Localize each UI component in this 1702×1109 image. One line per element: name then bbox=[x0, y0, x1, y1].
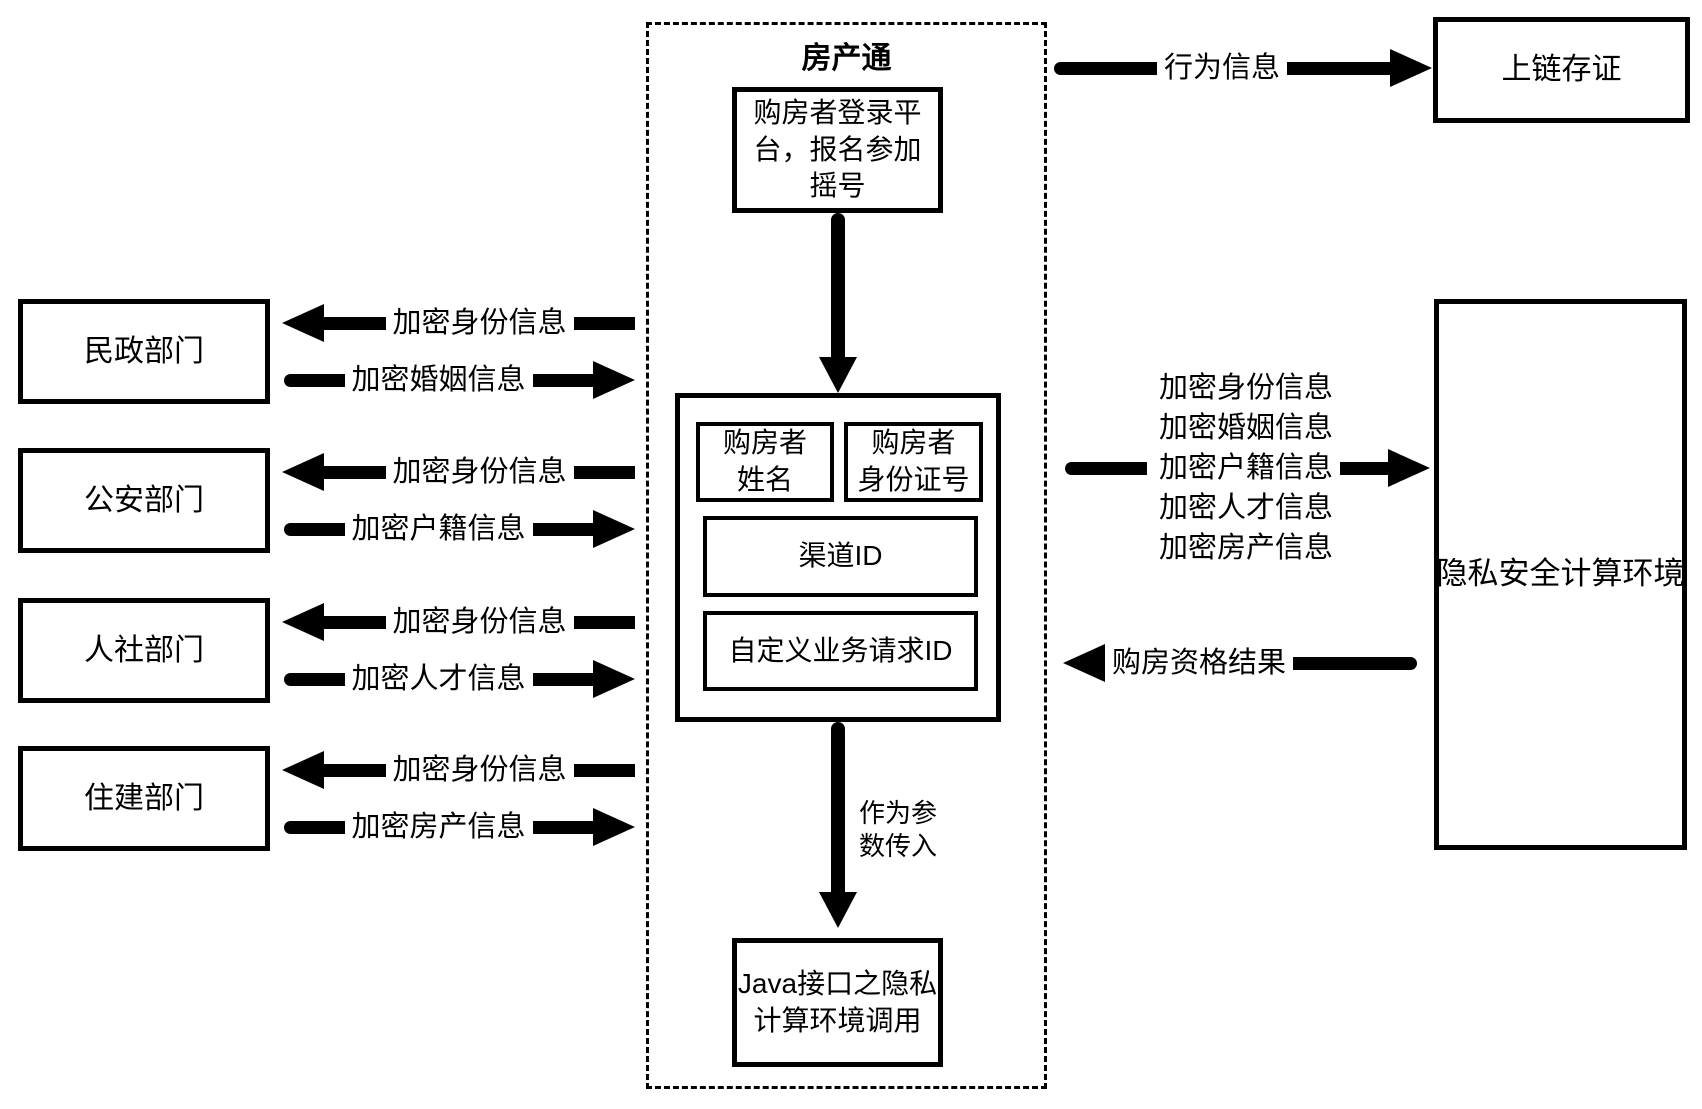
arrow-encrypted-data-shaft bbox=[1065, 462, 1147, 475]
arrow-identity-to-public-security: 加密身份信息 bbox=[282, 450, 636, 494]
java-call-line: Java接口之隐私 bbox=[737, 967, 938, 999]
encrypted-data-label: 加密人才信息 bbox=[1158, 492, 1333, 524]
arrowhead-right-icon bbox=[593, 660, 636, 698]
arrow-shaft bbox=[532, 820, 594, 834]
arrowhead-left-icon bbox=[282, 453, 324, 491]
arrowhead-right-icon bbox=[593, 361, 636, 399]
arrow-shaft bbox=[284, 522, 345, 536]
arrowhead-right-icon bbox=[1390, 49, 1433, 87]
arrow-household-from-public-security: 加密户籍信息 bbox=[284, 507, 636, 551]
arrowhead-left-icon bbox=[1063, 644, 1105, 682]
dept-box-public-security: 公安部门 bbox=[18, 448, 270, 553]
encrypted-data-label: 加密身份信息 bbox=[1158, 372, 1333, 404]
arrow-shaft bbox=[573, 763, 636, 777]
param-line: 购房者 bbox=[871, 427, 956, 459]
encrypted-data-label: 加密婚姻信息 bbox=[1158, 412, 1333, 444]
privacy-env-label: 隐私安全计算环境 bbox=[1436, 556, 1685, 592]
arrowhead-left-icon bbox=[282, 603, 324, 641]
param-pass-label-line: 数传入 bbox=[858, 831, 937, 861]
param-box-buyer-id: 购房者 身份证号 bbox=[844, 422, 983, 502]
arrow-identity-to-human-resources: 加密身份信息 bbox=[282, 600, 636, 644]
arrowhead-left-icon bbox=[282, 751, 324, 789]
arrow-label: 加密身份信息 bbox=[392, 753, 567, 786]
param-box-buyer-name: 购房者 姓名 bbox=[696, 422, 834, 502]
fangchantong-container: 房产通 bbox=[646, 22, 1047, 1089]
arrow-identity-to-housing-construction: 加密身份信息 bbox=[282, 748, 636, 792]
arrow-identity-to-civil-affairs: 加密身份信息 bbox=[282, 301, 636, 345]
arrow-encrypted-data-shaft bbox=[1340, 462, 1388, 475]
arrowhead-left-icon bbox=[282, 304, 324, 342]
arrow-shaft bbox=[1293, 656, 1417, 670]
login-box-line: 购房者登录平 bbox=[753, 96, 922, 128]
arrow-shaft bbox=[1287, 61, 1391, 75]
arrow-shaft bbox=[573, 615, 636, 629]
arrowhead-right-icon bbox=[593, 808, 636, 846]
arrowhead-down-icon bbox=[819, 357, 857, 393]
arrow-label: 加密婚姻信息 bbox=[351, 363, 526, 396]
dept-label: 民政部门 bbox=[84, 334, 204, 368]
param-line: 姓名 bbox=[736, 464, 793, 495]
encrypted-data-label: 加密户籍信息 bbox=[1158, 452, 1333, 484]
fangchantong-title: 房产通 bbox=[801, 42, 892, 75]
arrow-shaft bbox=[573, 465, 636, 479]
arrow-shaft bbox=[532, 672, 594, 686]
arrow-shaft bbox=[324, 316, 386, 330]
privacy-env-box: 隐私安全计算环境 bbox=[1434, 299, 1687, 850]
arrow-label: 加密身份信息 bbox=[392, 455, 567, 488]
arrow-property-from-housing-construction: 加密房产信息 bbox=[284, 805, 636, 849]
param-line: 自定义业务请求ID bbox=[728, 634, 953, 666]
arrow-shaft bbox=[284, 373, 345, 387]
login-box-line: 台，报名参加 bbox=[753, 133, 922, 165]
param-line: 身份证号 bbox=[857, 464, 970, 495]
dept-label: 住建部门 bbox=[84, 781, 204, 815]
encrypted-data-label: 加密房产信息 bbox=[1158, 532, 1333, 564]
arrowhead-right-icon bbox=[1388, 449, 1430, 487]
login-box-line: 摇号 bbox=[809, 170, 866, 202]
arrowhead-down-icon bbox=[819, 892, 857, 928]
arrow-shaft bbox=[532, 373, 594, 387]
arrow-label: 加密户籍信息 bbox=[351, 512, 526, 545]
arrow-shaft bbox=[324, 615, 386, 629]
params-container bbox=[675, 393, 1001, 722]
arrow-shaft bbox=[573, 316, 636, 330]
java-call-box: Java接口之隐私 计算环境调用 bbox=[732, 938, 943, 1067]
java-call-line: 计算环境调用 bbox=[753, 1004, 922, 1036]
param-line: 渠道ID bbox=[798, 540, 883, 572]
dept-label: 人社部门 bbox=[84, 633, 204, 667]
login-box: 购房者登录平 台，报名参加 摇号 bbox=[732, 87, 943, 213]
param-pass-label-line: 作为参 bbox=[858, 798, 937, 828]
arrowhead-right-icon bbox=[593, 510, 636, 548]
blockchain-box: 上链存证 bbox=[1433, 17, 1690, 123]
arrow-label: 加密人才信息 bbox=[351, 662, 526, 695]
param-box-channel-id: 渠道ID bbox=[703, 516, 978, 597]
flow-arrow-login-to-params bbox=[831, 213, 845, 359]
encrypted-data-labels: 加密身份信息 加密婚姻信息 加密户籍信息 加密人才信息 加密房产信息 bbox=[1146, 368, 1346, 568]
dept-label: 公安部门 bbox=[84, 483, 204, 517]
param-box-custom-request-id: 自定义业务请求ID bbox=[703, 611, 978, 691]
arrow-shaft bbox=[324, 465, 386, 479]
param-pass-label: 作为参 数传入 bbox=[846, 797, 950, 863]
arrow-label: 加密房产信息 bbox=[351, 810, 526, 843]
arrow-label: 购房资格结果 bbox=[1112, 646, 1287, 679]
arrow-marriage-from-civil-affairs: 加密婚姻信息 bbox=[284, 358, 636, 402]
dept-box-housing-construction: 住建部门 bbox=[18, 746, 270, 851]
param-line: 购房者 bbox=[722, 427, 807, 459]
arrow-shaft bbox=[532, 522, 594, 536]
arrow-shaft bbox=[284, 672, 345, 686]
flow-arrow-params-to-java bbox=[831, 722, 845, 894]
dept-box-human-resources: 人社部门 bbox=[18, 598, 270, 703]
arrow-shaft bbox=[324, 763, 386, 777]
arrow-label: 加密身份信息 bbox=[392, 605, 567, 638]
arrow-label: 行为信息 bbox=[1164, 51, 1281, 84]
arrow-talent-from-human-resources: 加密人才信息 bbox=[284, 657, 636, 701]
arrow-shaft bbox=[284, 820, 345, 834]
blockchain-label: 上链存证 bbox=[1501, 53, 1622, 87]
dept-box-civil-affairs: 民政部门 bbox=[18, 299, 270, 404]
arrow-qualification-result: 购房资格结果 bbox=[1063, 641, 1417, 685]
arrow-shaft bbox=[1054, 61, 1157, 75]
arrow-label: 加密身份信息 bbox=[392, 306, 567, 339]
arrow-behavior-to-blockchain: 行为信息 bbox=[1054, 46, 1433, 90]
